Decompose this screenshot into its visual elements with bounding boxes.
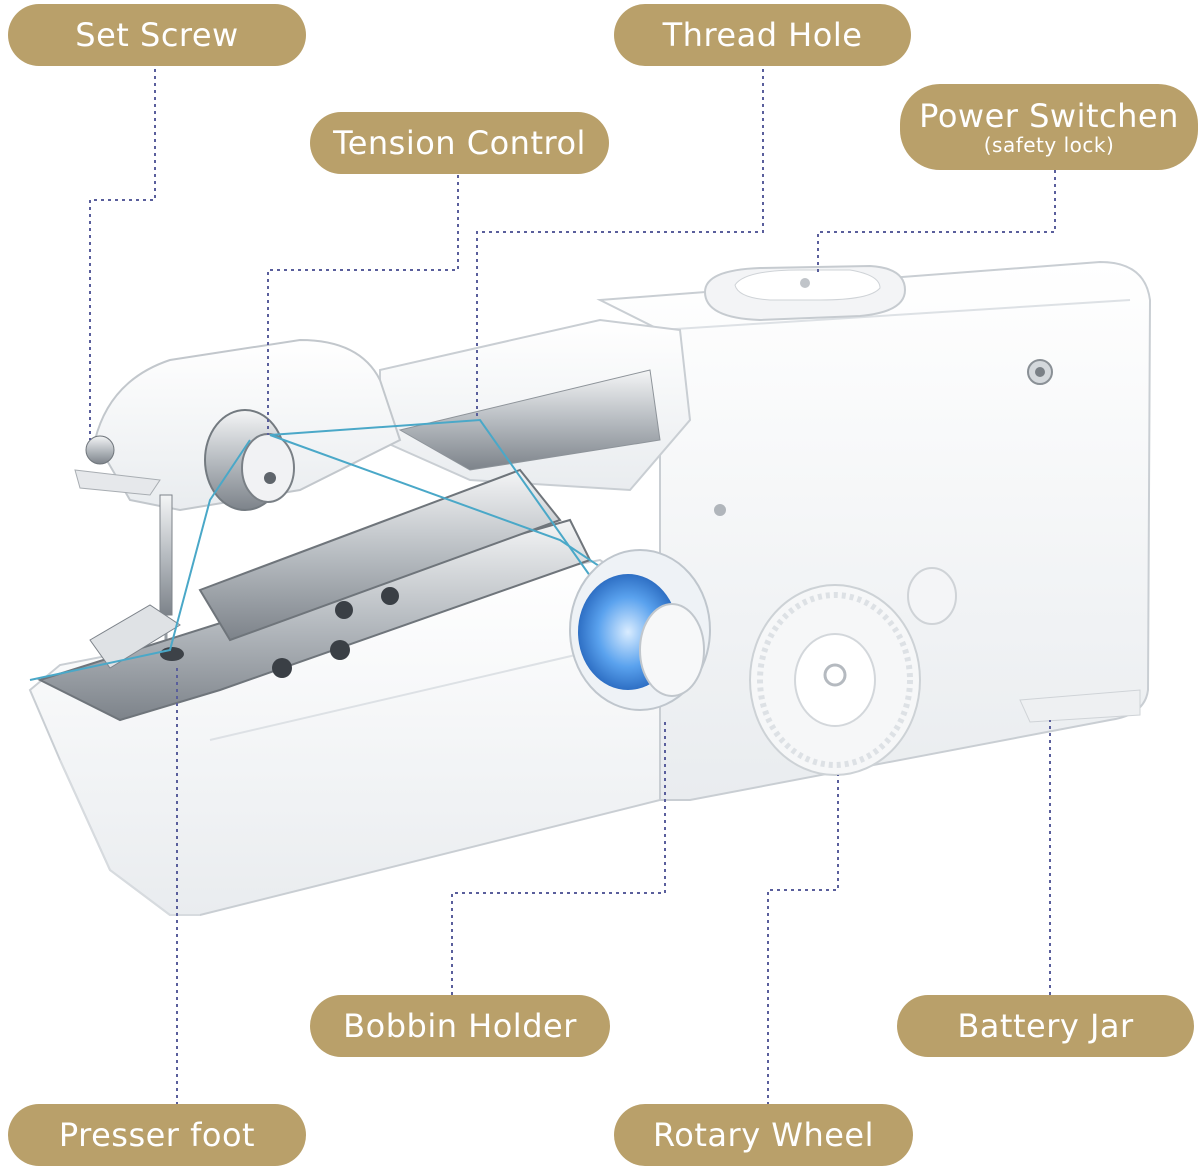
label-tension-control: Tension Control [310,112,609,174]
bobbin-part [569,549,711,711]
label-presser-foot-text: Presser foot [58,1116,256,1154]
leader-tension-control [267,168,459,435]
rotary-wheel-part [714,504,957,776]
label-bobbin-holder-text: Bobbin Holder [343,1007,577,1045]
label-thread-hole-text: Thread Hole [662,16,863,54]
label-presser-foot: Presser foot [8,1104,306,1166]
label-thread-hole: Thread Hole [614,4,911,66]
power-switch [703,264,907,322]
machine-head [74,338,402,512]
label-set-screw: Set Screw [8,4,306,66]
set-screw-part [85,435,115,465]
label-power-switch: Power Switchen (safety lock) [900,84,1198,170]
label-battery-jar-text: Battery Jar [957,1007,1134,1045]
label-rotary-wheel: Rotary Wheel [614,1104,913,1166]
label-tension-control-text: Tension Control [333,124,586,162]
label-power-switch-text: Power Switchen [919,97,1179,135]
upper-arm [379,318,692,492]
label-rotary-wheel-text: Rotary Wheel [653,1116,874,1154]
tension-knob [204,409,295,511]
leader-power-switch [817,170,1056,275]
leader-rotary-wheel [767,775,839,1105]
leader-set-screw [89,62,156,440]
label-bobbin-holder: Bobbin Holder [310,995,610,1057]
leader-thread-hole [476,62,764,420]
leader-bobbin-holder [451,720,666,995]
label-power-switch-note: (safety lock) [983,133,1115,157]
label-battery-jar: Battery Jar [897,995,1194,1057]
label-set-screw-text: Set Screw [75,16,239,54]
battery-body [596,260,1152,801]
